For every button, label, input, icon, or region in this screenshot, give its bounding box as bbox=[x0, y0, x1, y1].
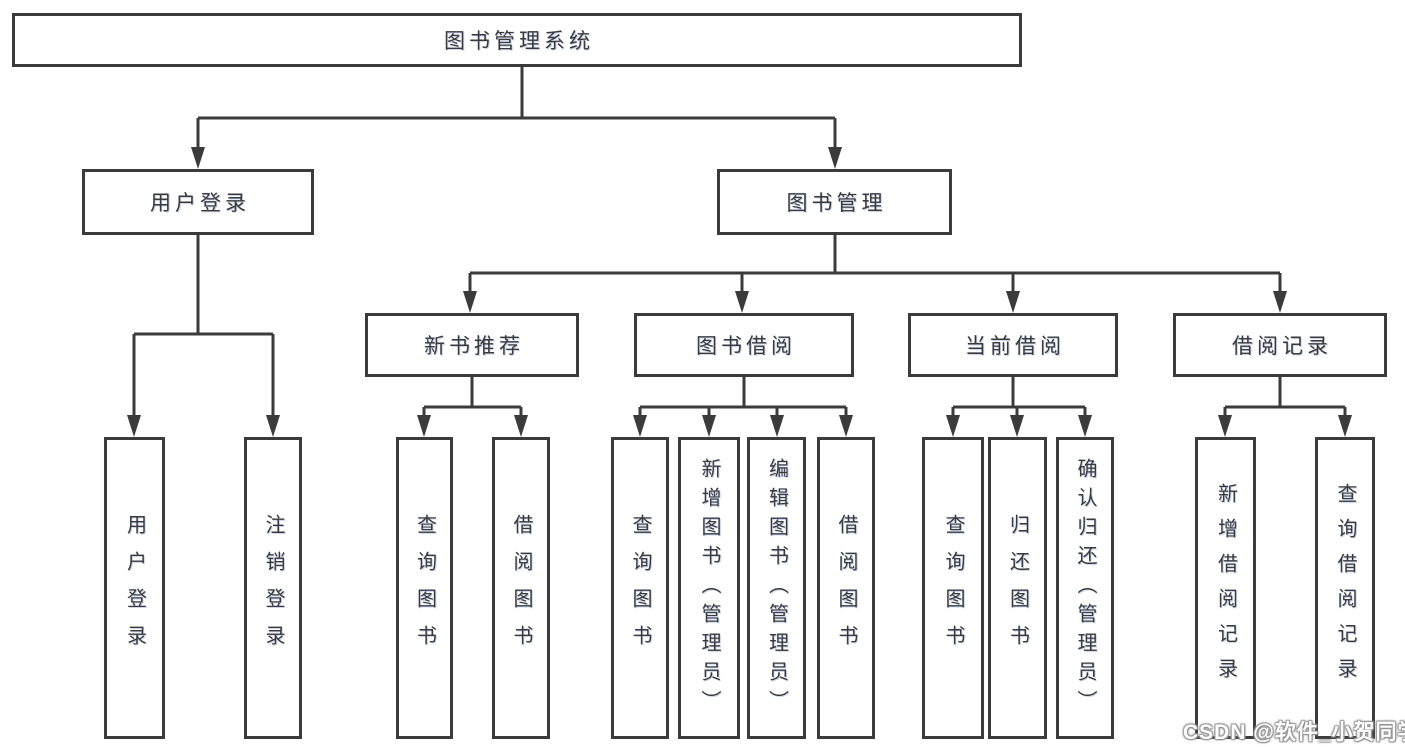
leaf-add-borrow-record: 新增借阅记录 bbox=[1195, 437, 1256, 739]
leaf-edit-books-admin-label: 编辑图书（管理员） bbox=[765, 457, 788, 719]
leaf-borrow-books-newbook-label: 借阅图书 bbox=[510, 514, 532, 662]
leaf-borrow-books-label: 借阅图书 bbox=[835, 514, 857, 662]
node-current-borrowing: 当前借阅 bbox=[908, 313, 1118, 377]
leaf-confirm-return-admin-label: 确认归还（管理员） bbox=[1074, 457, 1096, 719]
leaf-borrow-books-newbook: 借阅图书 bbox=[492, 437, 550, 739]
leaf-query-books-current: 查询图书 bbox=[922, 437, 984, 739]
leaf-query-borrow-record-label: 查询借阅记录 bbox=[1334, 483, 1356, 693]
node-book-management: 图书管理 bbox=[717, 169, 952, 235]
node-current-borrowing-label: 当前借阅 bbox=[965, 335, 1065, 358]
leaf-query-books-borrow: 查询图书 bbox=[611, 437, 669, 739]
node-borrowing-records-label: 借阅记录 bbox=[1232, 335, 1332, 358]
leaf-query-books-newbook: 查询图书 bbox=[396, 437, 453, 739]
leaf-return-books: 归还图书 bbox=[988, 437, 1047, 739]
csdn-watermark: CSDN @软件_小贺同学 bbox=[1183, 721, 1405, 744]
leaf-query-books-borrow-label: 查询图书 bbox=[629, 514, 651, 662]
node-root: 图书管理系统 bbox=[12, 13, 1022, 67]
leaf-confirm-return-admin: 确认归还（管理员） bbox=[1056, 437, 1114, 739]
leaf-add-books-admin-label: 新增图书（管理员） bbox=[698, 457, 720, 719]
node-user-login: 用户登录 bbox=[82, 169, 314, 235]
node-book-borrowing-label: 图书借阅 bbox=[696, 335, 796, 358]
node-new-book-recommendation-label: 新书推荐 bbox=[424, 335, 524, 358]
node-new-book-recommendation: 新书推荐 bbox=[365, 313, 579, 377]
node-borrowing-records: 借阅记录 bbox=[1173, 313, 1387, 377]
node-user-login-label: 用户登录 bbox=[150, 192, 250, 215]
node-book-management-label: 图书管理 bbox=[786, 192, 887, 215]
leaf-logout-label: 注销登录 bbox=[262, 514, 284, 662]
leaf-add-borrow-record-label: 新增借阅记录 bbox=[1214, 483, 1237, 693]
leaf-logout: 注销登录 bbox=[244, 437, 302, 739]
leaf-query-books-newbook-label: 查询图书 bbox=[413, 514, 436, 662]
leaf-borrow-books: 借阅图书 bbox=[817, 437, 875, 739]
leaf-user-login: 用户登录 bbox=[104, 437, 165, 739]
leaf-user-login-label: 用户登录 bbox=[123, 514, 146, 662]
leaf-edit-books-admin: 编辑图书（管理员） bbox=[747, 437, 806, 739]
leaf-query-books-current-label: 查询图书 bbox=[942, 514, 964, 662]
leaf-query-borrow-record: 查询借阅记录 bbox=[1315, 437, 1375, 739]
leaf-return-books-label: 归还图书 bbox=[1006, 514, 1029, 662]
node-book-borrowing: 图书借阅 bbox=[634, 313, 854, 377]
leaf-add-books-admin: 新增图书（管理员） bbox=[678, 437, 740, 739]
node-root-label: 图书管理系统 bbox=[444, 30, 594, 53]
